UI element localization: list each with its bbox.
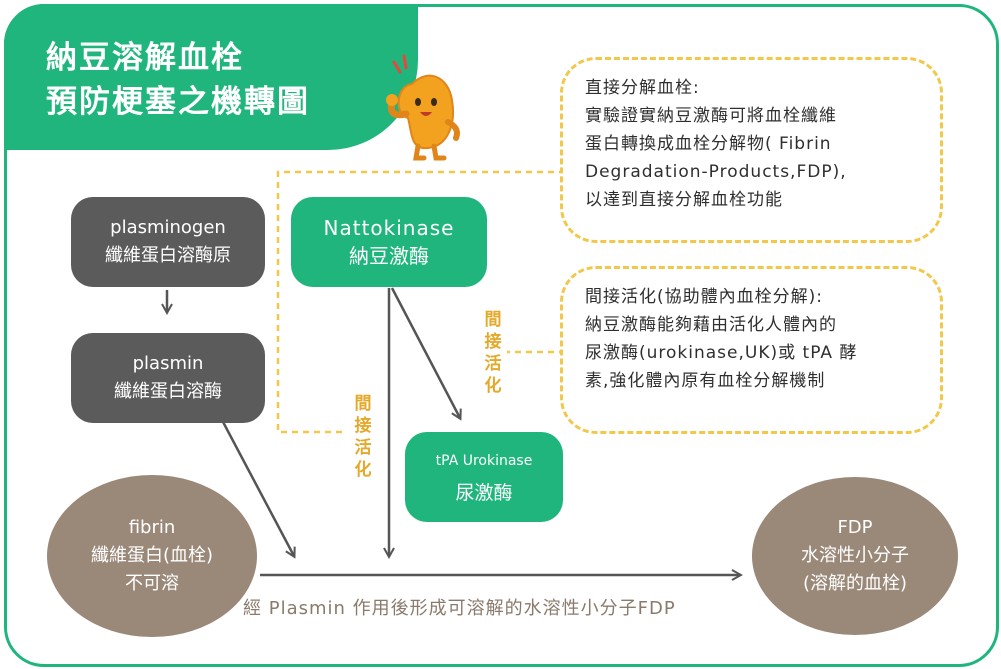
node-fibrin: fibrin 纖維蛋白(血栓) 不可溶 [47, 475, 257, 637]
indirect-activation-label-right: 間接活化 [484, 310, 502, 396]
node-plasmin-en: plasmin [132, 353, 204, 374]
note-indirect-line3: 素,強化體內原有血栓分解機制 [585, 371, 826, 391]
title-line-2: 預防梗塞之機轉圖 [46, 84, 310, 120]
title-line-1: 納豆溶解血栓 [46, 40, 244, 76]
node-plasminogen: plasminogen 纖維蛋白溶酶原 [71, 197, 265, 287]
note-direct-line2: 蛋白轉換成血栓分解物( Fibrin [585, 134, 832, 154]
title-banner [4, 4, 418, 150]
node-fibrin-zh1: 纖維蛋白(血栓) [90, 545, 214, 566]
node-nattokinase-en: Nattokinase [323, 216, 455, 240]
arrow-nattokinase-tpa [390, 287, 460, 418]
node-tpa-en: tPA Urokinase [435, 453, 533, 469]
dashed-link-direct [276, 170, 565, 434]
note-direct-decomposition: 直接分解血栓: 實驗證實納豆激酶可將血栓纖維 蛋白轉換成血栓分解物( Fibri… [560, 57, 943, 243]
note-indirect-line2: 尿激酶(urokinase,UK)或 tPA 酵 [585, 343, 858, 363]
note-indirect-line1: 納豆激酶能夠藉由活化人體內的 [585, 315, 837, 335]
note-direct-line4: 以達到直接分解血栓功能 [585, 190, 783, 210]
node-tpa-zh: 尿激酶 [455, 482, 513, 504]
arrow-plasmin-fdp [220, 419, 294, 556]
node-fdp-zh2: (溶解的血栓) [802, 573, 908, 594]
node-plasmin-zh: 纖維蛋白溶酶 [114, 381, 222, 402]
node-plasminogen-zh: 纖維蛋白溶酶原 [105, 245, 231, 266]
node-fdp: FDP 水溶性小分子 (溶解的血栓) [752, 477, 958, 635]
note-indirect-activation: 間接活化(協助體內血栓分解): 納豆激酶能夠藉由活化人體內的 尿激酶(uroki… [560, 266, 943, 434]
node-nattokinase: Nattokinase 納豆激酶 [291, 197, 487, 287]
note-direct-line3: Degradation-Products,FDP), [585, 162, 847, 182]
node-fibrin-zh2: 不可溶 [125, 573, 179, 594]
bottom-caption: 經 Plasmin 作用後形成可溶解的水溶性小分子FDP [243, 598, 676, 619]
node-fibrin-en: fibrin [128, 517, 176, 538]
node-tpa-urokinase: tPA Urokinase 尿激酶 [405, 432, 563, 522]
node-plasminogen-en: plasminogen [110, 217, 226, 238]
note-direct-line1: 實驗證實納豆激酶可將血栓纖維 [585, 106, 837, 126]
note-indirect-heading: 間接活化(協助體內血栓分解): [585, 287, 823, 307]
node-fdp-en: FDP [837, 517, 873, 538]
node-plasmin: plasmin 纖維蛋白溶酶 [71, 333, 265, 423]
note-direct-heading: 直接分解血栓: [585, 78, 700, 98]
node-fdp-zh1: 水溶性小分子 [801, 545, 909, 566]
indirect-activation-label-left: 間接活化 [354, 394, 372, 480]
node-nattokinase-zh: 納豆激酶 [349, 244, 429, 268]
